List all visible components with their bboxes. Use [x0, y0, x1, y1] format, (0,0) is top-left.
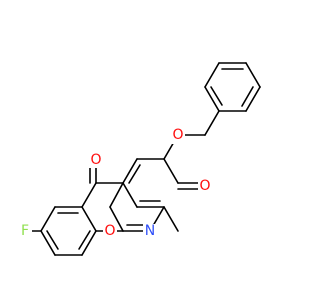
- bond: [78, 230, 91, 250]
- bond: [81, 230, 97, 256]
- atom-labels: O O O O N F: [18, 127, 212, 240]
- bond: [204, 62, 220, 88]
- bond: [210, 86, 223, 106]
- bond: [204, 110, 220, 136]
- bond: [245, 86, 261, 112]
- bond: [128, 164, 141, 184]
- bond: [109, 182, 124, 208]
- bond: [40, 206, 56, 232]
- bond: [109, 206, 124, 232]
- bond: [40, 230, 56, 256]
- bond: [245, 62, 261, 88]
- bond: [163, 206, 179, 232]
- molecule-structure-diagram: O O O O N F: [18, 62, 261, 256]
- pyridine-ring: [109, 158, 179, 232]
- ring-oxygen-label: O: [104, 223, 115, 239]
- bond: [46, 230, 59, 250]
- bond: [81, 182, 97, 208]
- bond: [122, 182, 138, 208]
- ester-oxygen-label: O: [172, 127, 183, 143]
- bond: [241, 86, 254, 107]
- ester-carbonyl-oxygen-label: O: [199, 178, 210, 194]
- fluorobenzene-ring: [25, 206, 97, 256]
- bond: [163, 158, 179, 184]
- structure-svg: O O O O N F: [18, 62, 261, 256]
- bond: [204, 86, 220, 112]
- pyridine-nitrogen-label: N: [145, 223, 155, 239]
- fluorine-label: F: [21, 223, 29, 239]
- bond: [81, 206, 97, 232]
- benzyl-phenyl-ring: [204, 62, 261, 112]
- bond: [122, 158, 138, 184]
- keto-oxygen-label: O: [90, 152, 101, 168]
